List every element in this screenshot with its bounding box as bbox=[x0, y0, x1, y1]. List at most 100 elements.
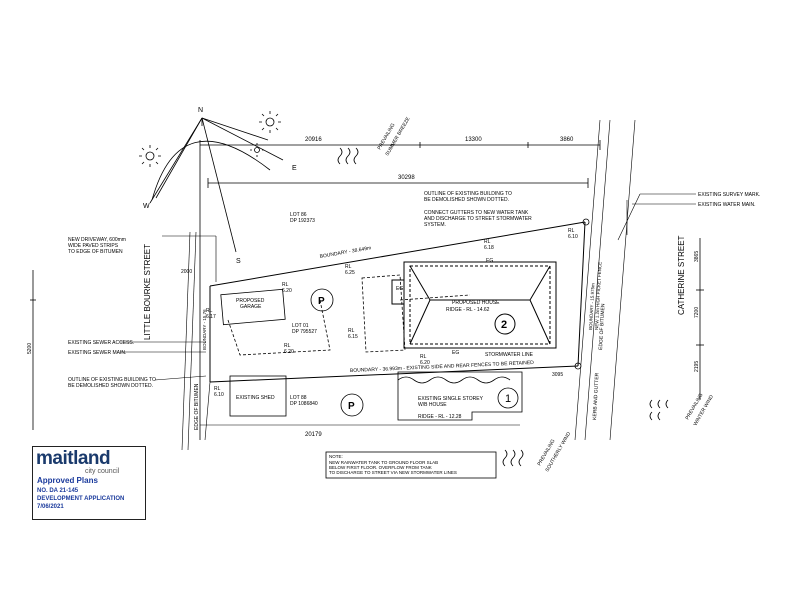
rl-1a: RL bbox=[568, 228, 575, 234]
sun-icon bbox=[139, 145, 161, 167]
rl-6a: RL bbox=[348, 328, 355, 334]
top-dimensions: 20916 13300 3860 30298 bbox=[199, 137, 601, 440]
lot01-2: DP 795527 bbox=[292, 329, 317, 335]
note-connect-3: SYSTEM. bbox=[424, 222, 446, 228]
note-outline-top-1: OUTLINE OF EXISTING BUILDING TO bbox=[424, 191, 512, 197]
kerb-label: KERB AND GUTTER bbox=[592, 372, 600, 420]
note-outline-left-2: BE DEMOLISHED SHOWN DOTTED. bbox=[68, 383, 153, 389]
rl-1b: 6.10 bbox=[568, 234, 578, 240]
lot86-2: DP 192373 bbox=[290, 218, 315, 224]
demolish-outline bbox=[227, 274, 471, 356]
note-tank-4: TO DISCHARGE TO STREET VIA NEW STORMWATE… bbox=[329, 470, 457, 475]
compass-e: E bbox=[292, 165, 297, 172]
street-right: CATHERINE STREET bbox=[677, 235, 686, 315]
dim-5200: 5200 bbox=[27, 343, 33, 354]
rl-6b: 6.15 bbox=[348, 334, 358, 340]
note-survey: EXISTING SURVEY MARK. bbox=[698, 192, 760, 198]
lot01-1: LOT 01 bbox=[292, 323, 309, 329]
street-left: LITTLE BOURKE STREET bbox=[143, 244, 152, 340]
house-number: 2 bbox=[501, 319, 507, 331]
dim-3860: 3860 bbox=[560, 137, 574, 143]
council-approval-stamp: maitland city council Approved Plans NO.… bbox=[32, 446, 146, 520]
sewer-access-icon bbox=[574, 362, 582, 370]
dim-20916: 20916 bbox=[305, 137, 322, 143]
boundary-top: BOUNDARY - 38.649m bbox=[319, 245, 371, 260]
tank-note-box bbox=[325, 451, 497, 479]
leader-lines bbox=[120, 193, 696, 381]
stormwater-label: STORMWATER LINE bbox=[485, 352, 534, 358]
da-date: 7/06/2021 bbox=[37, 504, 64, 510]
compass-n: N bbox=[198, 107, 203, 114]
note-tank-3: BELOW FIRST FLOOR. OVERFLOW FROM TANK bbox=[329, 465, 432, 470]
note-driveway-2: WIDE PAVED STRIPS bbox=[68, 243, 119, 249]
garage-label-1: PROPOSED bbox=[236, 298, 265, 304]
proposed-house-outline bbox=[391, 261, 557, 349]
compass-w: W bbox=[143, 203, 150, 210]
rl-4b: 6.17 bbox=[206, 314, 216, 320]
note-connect-2: AND DISCHARGE TO STREET STORMWATER bbox=[424, 216, 532, 222]
existing-shed bbox=[229, 375, 287, 417]
existing-house-2: W/B HOUSE bbox=[418, 402, 447, 408]
note-water-main: EXISTING WATER MAIN. bbox=[698, 202, 756, 208]
boundary-right: BOUNDARY - 15.975m bbox=[588, 283, 595, 330]
dim-20179: 20179 bbox=[305, 432, 322, 438]
edge-bitumen-right: EDGE OF BITUMEN bbox=[598, 303, 606, 350]
eg-top: EG bbox=[486, 258, 493, 264]
lot86-1: LOT 86 bbox=[290, 212, 307, 218]
lot-sides bbox=[181, 119, 636, 451]
council-sub: city council bbox=[85, 468, 120, 475]
dim-13300: 13300 bbox=[465, 137, 482, 143]
note-driveway-3: TO EDGE OF BITUMEN bbox=[68, 249, 123, 255]
eg-bottom: EG bbox=[452, 350, 459, 356]
rl-7b: 6.20 bbox=[284, 349, 294, 355]
rl-7a: RL bbox=[284, 343, 291, 349]
rl-3b: 6.25 bbox=[345, 270, 355, 276]
lot88-2: DP 1086840 bbox=[290, 401, 318, 407]
rl-4a: RL bbox=[206, 308, 213, 314]
eg-left: EG bbox=[396, 286, 403, 292]
existing-house-1: EXISTING SINGLE STOREY bbox=[418, 396, 484, 402]
rl-8a: RL bbox=[214, 386, 221, 392]
parking-p-label-2: P bbox=[348, 401, 355, 412]
parking-p-icon bbox=[310, 288, 334, 312]
edge-bitumen-left: EDGE OF BITUMEN bbox=[194, 383, 200, 430]
rl-3a: RL bbox=[345, 264, 352, 270]
boundary-right-fence: NEW 1.2m HIGH PICKET FENCE bbox=[594, 262, 603, 330]
lot-boundaries bbox=[209, 221, 586, 383]
boundary-left: BOUNDARY - 15.76 bbox=[202, 309, 207, 350]
note-connect-1: CONNECT GUTTERS TO NEW WATER TANK bbox=[424, 210, 529, 216]
rl-5b: 6.20 bbox=[282, 288, 292, 294]
da-number: NO. DA 21-145 bbox=[37, 488, 79, 494]
dim-30298: 30298 bbox=[398, 175, 415, 181]
rl-9b: 6.20 bbox=[420, 360, 430, 366]
parking-p-label: P bbox=[318, 296, 325, 307]
note-driveway-1: NEW DRIVEWAY, 600mm bbox=[68, 237, 126, 243]
rl-9a: RL bbox=[420, 354, 427, 360]
house-label-2: RIDGE - RL - 14.62 bbox=[446, 307, 490, 313]
note-outline-top-2: BE DEMOLISHED SHOWN DOTTED. bbox=[424, 197, 509, 203]
approved-plans: Approved Plans bbox=[37, 476, 98, 485]
note-tank-2: NEW RAINWATER TANK TO GROUND FLOOR SLAB bbox=[329, 460, 438, 465]
sun-icon bbox=[259, 111, 281, 133]
council-logo: maitland bbox=[36, 448, 111, 469]
da-type: DEVELOPMENT APPLICATION bbox=[37, 496, 125, 502]
survey-mark-icon bbox=[582, 218, 590, 226]
rl-5a: RL bbox=[282, 282, 289, 288]
dim-2000: 2000 bbox=[181, 269, 192, 275]
compass-s: S bbox=[236, 258, 241, 265]
right-dimensions bbox=[30, 238, 704, 430]
dim-3865: 3865 bbox=[694, 251, 700, 262]
garage-label-2: GARAGE bbox=[240, 304, 262, 310]
rl-8b: 6.10 bbox=[214, 392, 224, 398]
dim-7200: 7200 bbox=[694, 307, 700, 318]
rl-2b: 6.18 bbox=[484, 245, 494, 251]
note-tank-1: NOTE: bbox=[329, 454, 343, 459]
existing-house bbox=[397, 371, 523, 421]
existing-number: 1 bbox=[505, 393, 511, 405]
rl-2a: RL bbox=[484, 239, 491, 245]
shed-label: EXISTING SHED bbox=[236, 395, 275, 401]
wind-arrows-icon bbox=[337, 147, 669, 467]
note-sewer-main: EXISTING SEWER MAIN. bbox=[68, 350, 126, 356]
sun-icon bbox=[250, 143, 264, 157]
